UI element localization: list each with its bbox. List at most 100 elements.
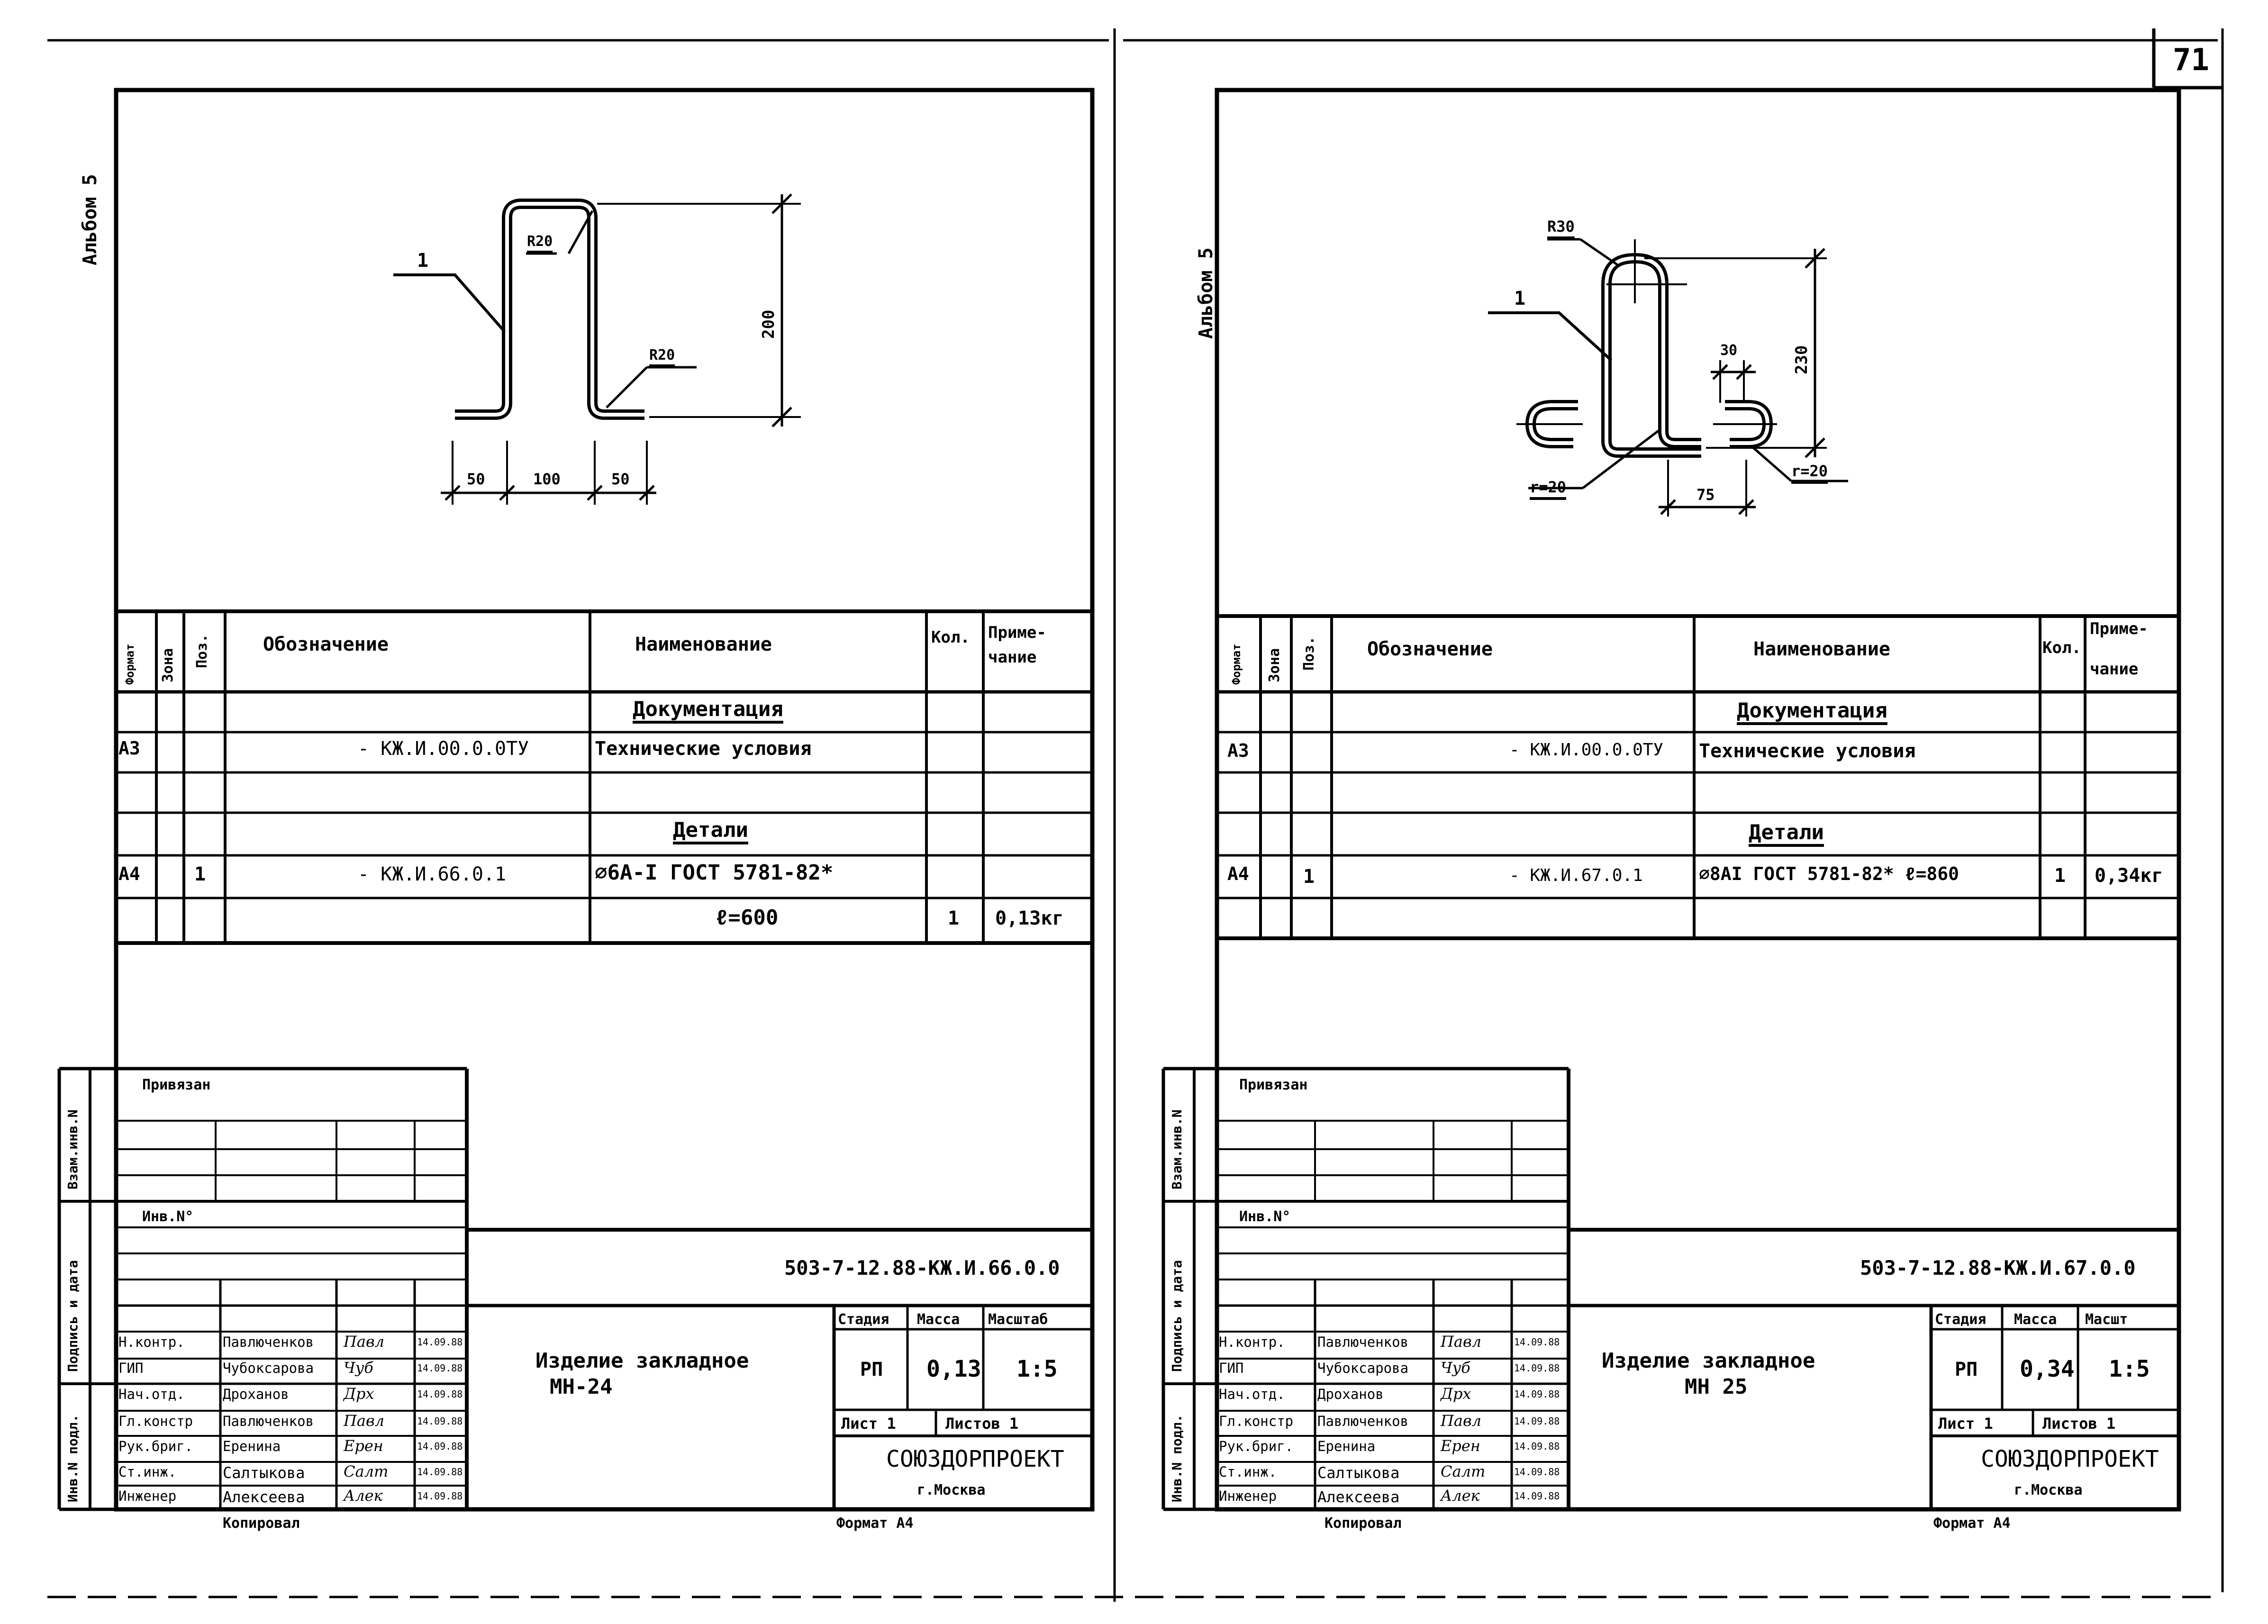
right-city: г.Москва [2014, 1482, 2083, 1498]
right-scale: 1:5 [2109, 1356, 2150, 1382]
left-hdr-format: Формат [123, 644, 136, 685]
right-side-inv: Инв.N подл. [1169, 1414, 1185, 1502]
left-name-0: Павлюченков [223, 1334, 314, 1350]
right-sig-5: Салт [1441, 1462, 1486, 1480]
right-title-1: Изделие закладное [1602, 1349, 1815, 1373]
left-role-6: Инженер [118, 1488, 177, 1504]
left-city: г.Москва [917, 1482, 986, 1498]
left-docs-designation: - КЖ.И.00.0.0ТУ [358, 738, 529, 760]
left-sheet: Лист 1 [841, 1415, 896, 1433]
left-title-2: МН-24 [550, 1375, 613, 1399]
left-date-6: 14.09.88 [417, 1490, 463, 1502]
left-section-docs: Документация [633, 697, 783, 721]
right-date-3: 14.09.88 [1514, 1415, 1560, 1427]
left-part-designation: - КЖ.И.66.0.1 [358, 863, 507, 885]
left-side-vzam: Взам.инв.N [65, 1109, 81, 1189]
right-date-0: 14.09.88 [1514, 1336, 1560, 1348]
left-part-name: ⌀6А-I ГОСТ 5781-82* [595, 861, 834, 885]
left-name-3: Павлюченков [223, 1413, 314, 1429]
right-name-1: Чубоксарова [1317, 1360, 1409, 1376]
right-part-pos: 1 [1303, 866, 1315, 888]
right-date-6: 14.09.88 [1514, 1490, 1560, 1502]
left-role-5: Ст.инж. [118, 1464, 177, 1480]
right-role-3: Гл.констр [1219, 1413, 1294, 1429]
left-date-2: 14.09.88 [417, 1388, 463, 1400]
left-sig-4: Ерен [344, 1437, 383, 1455]
right-role-4: Рук.бриг. [1219, 1438, 1294, 1454]
right-side-podp: Подпись и дата [1169, 1260, 1185, 1372]
left-scale: 1:5 [1016, 1356, 1058, 1382]
left-hdr-designation: Обозначение [263, 634, 389, 655]
right-section-parts: Детали [1749, 820, 1824, 844]
left-docs-name: Технические условия [595, 738, 812, 760]
right-dim-height: 230 [1792, 345, 1811, 374]
left-role-0: Н.контр. [118, 1334, 185, 1350]
right-part-designation: - КЖ.И.67.0.1 [1509, 866, 1643, 885]
left-name-2: Дроханов [223, 1386, 289, 1402]
right-dim-bottom: 75 [1696, 486, 1715, 504]
left-date-3: 14.09.88 [417, 1415, 463, 1427]
left-doc-code: 503-7-12.88-КЖ.И.66.0.0 [784, 1256, 1060, 1279]
right-hdr-qty: Кол. [2042, 638, 2081, 657]
right-sheets: Листов 1 [2042, 1415, 2116, 1433]
left-radius-bottom: R20 [649, 347, 675, 363]
right-date-4: 14.09.88 [1514, 1441, 1560, 1452]
left-hdr-qty: Кол. [931, 628, 970, 647]
right-sig-2: Дрх [1441, 1385, 1471, 1403]
left-name-5: Салтыкова [223, 1464, 305, 1482]
left-hdr-zone: Зона [160, 648, 176, 682]
right-role-6: Инженер [1219, 1488, 1277, 1504]
right-date-5: 14.09.88 [1514, 1466, 1560, 1478]
left-name-6: Алексеева [223, 1488, 305, 1506]
left-dim-right: 50 [611, 470, 630, 488]
left-sig-3: Павл [344, 1412, 384, 1430]
left-name-1: Чубоксарова [223, 1360, 314, 1376]
right-inv-no: Инв.N° [1239, 1208, 1291, 1225]
left-mass: 0,13 [926, 1356, 981, 1382]
left-title-1: Изделие закладное [535, 1349, 749, 1373]
left-bar-drawing [393, 193, 801, 505]
left-hdr-note-2: чание [988, 648, 1037, 667]
right-name-4: Еренина [1317, 1438, 1376, 1454]
left-hdr-note-1: Приме- [988, 623, 1046, 642]
left-sig-2: Дрх [344, 1385, 374, 1403]
right-docs-name: Технические условия [1699, 740, 1916, 762]
right-date-1: 14.09.88 [1514, 1362, 1560, 1374]
left-date-1: 14.09.88 [417, 1362, 463, 1374]
right-album-label: Альбом 5 [1195, 247, 1217, 339]
right-sig-1: Чуб [1441, 1359, 1470, 1377]
right-name-2: Дроханов [1317, 1386, 1384, 1402]
right-sheet: Лист 1 [1938, 1415, 1993, 1433]
left-h-stage: Стадия [838, 1311, 889, 1328]
left-part-length: ℓ=600 [716, 906, 779, 930]
right-name-0: Павлюченков [1317, 1334, 1409, 1350]
right-name-3: Павлюченков [1317, 1413, 1409, 1429]
left-sig-0: Павл [344, 1333, 384, 1351]
right-dim-gap: 30 [1720, 342, 1738, 359]
right-name-6: Алексеева [1317, 1488, 1400, 1506]
right-hdr-pos: Поз. [1301, 636, 1317, 671]
right-sig-0: Павл [1441, 1333, 1481, 1351]
left-sig-6: Алек [344, 1487, 383, 1505]
left-org: СОЮЗДОРПРОЕКТ [886, 1446, 1064, 1472]
left-date-5: 14.09.88 [417, 1466, 463, 1478]
right-radius-top: R30 [1547, 218, 1575, 236]
left-date-0: 14.09.88 [417, 1336, 463, 1348]
left-sig-5: Салт [344, 1462, 389, 1480]
page-number: 71 [2173, 43, 2210, 78]
right-section-docs: Документация [1737, 699, 1887, 723]
right-radius-left: r=20 [1530, 478, 1567, 496]
left-docs-format: А3 [118, 738, 140, 759]
left-sheets: Листов 1 [945, 1415, 1019, 1433]
left-part-pos: 1 [194, 863, 206, 885]
right-copied-label: Копировал [1325, 1515, 1402, 1532]
left-h-mass: Масса [917, 1311, 960, 1328]
left-hdr-pos: Поз. [194, 634, 210, 668]
right-h-scale: Масшт [2085, 1311, 2128, 1328]
left-h-scale: Масштаб [988, 1311, 1048, 1328]
right-date-2: 14.09.88 [1514, 1388, 1560, 1400]
left-section-parts: Детали [673, 818, 748, 842]
right-part-name: ⌀8АI ГОСТ 5781-82* ℓ=860 [1699, 863, 1959, 884]
left-dim-left: 50 [467, 470, 485, 488]
left-radius-top: R20 [527, 233, 553, 250]
